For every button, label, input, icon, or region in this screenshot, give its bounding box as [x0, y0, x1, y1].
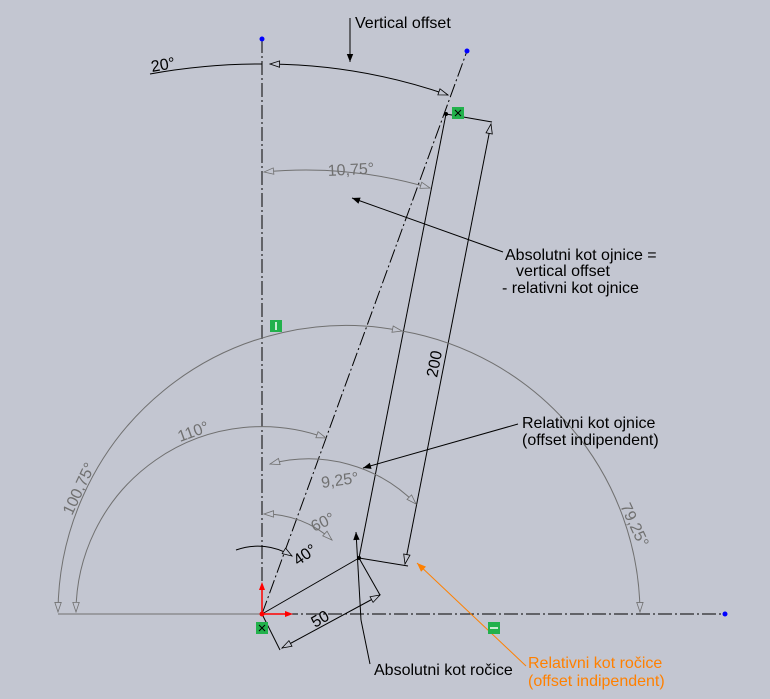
crank-extension-line — [358, 557, 381, 596]
coincident-relation-icon[interactable] — [452, 107, 464, 119]
dim-200-label: 200 — [424, 349, 446, 379]
note-rel-rocice-line-1: Relativni kot ročice — [528, 655, 662, 672]
dimension-20[interactable]: 20° — [150, 55, 448, 96]
dimension-9-25[interactable]: 9,25° — [270, 459, 416, 504]
dim-20-label: 20° — [150, 55, 177, 76]
note-abs-ojnice-line-1: Absolutni kot ojnice = — [505, 247, 657, 264]
mechanism-geometry — [261, 113, 493, 651]
note-abs-rocice-text: Absolutni kot ročice — [374, 662, 513, 679]
dim-50-label: 50 — [309, 608, 333, 632]
note-rel-rocice-line-2: (offset indipendent) — [528, 673, 665, 690]
dim-100-75-label: 100,75° — [60, 460, 99, 517]
dimension-110[interactable]: 110° — [76, 419, 326, 612]
dim-10-75-label: 10,75° — [327, 161, 374, 180]
crank-extension-line-2 — [261, 613, 281, 651]
endpoint-right-horizontal[interactable] — [722, 611, 728, 617]
note-vertical-offset[interactable]: Vertical offset — [346, 15, 451, 62]
fix-relation-icon[interactable] — [256, 622, 268, 634]
note-absolutni-kot-ojnice[interactable]: Absolutni kot ojnice = vertical offset -… — [351, 197, 657, 297]
vertical-relation-icon[interactable] — [270, 320, 282, 332]
dim-110-label: 110° — [176, 419, 212, 446]
note-abs-ojnice-line-2: vertical offset — [516, 263, 611, 280]
note-rel-ojnice-line-1: Relativni kot ojnice — [522, 415, 656, 432]
dimension-100-75[interactable]: 100,75° — [58, 325, 402, 612]
rod-extension-line-2 — [358, 557, 409, 567]
dim-60-label: 60° — [309, 510, 338, 536]
endpoint-top-offset[interactable] — [464, 48, 470, 54]
note-abs-ojnice-line-3: - relativni kot ojnice — [502, 280, 639, 297]
crank-line[interactable] — [261, 557, 360, 615]
rod-end-point[interactable] — [444, 112, 448, 116]
dimension-40[interactable]: 40° — [235, 541, 321, 569]
dim-9-25-label: 9,25° — [320, 470, 360, 492]
dimension-10-75[interactable]: 10,75° — [264, 161, 430, 188]
endpoint-top-vertical[interactable] — [259, 36, 265, 42]
note-relativni-kot-ojnice[interactable]: Relativni kot ojnice (offset indipendent… — [362, 415, 659, 469]
note-vertical-offset-text: Vertical offset — [355, 15, 451, 32]
dimension-200[interactable]: 200 — [405, 124, 491, 564]
dimension-60[interactable]: 60° — [264, 510, 338, 540]
note-relativni-kot-rocice[interactable]: Relativni kot ročice (offset indipendent… — [416, 562, 665, 690]
dim-40-label: 40° — [291, 541, 321, 569]
origin-icon[interactable] — [259, 582, 293, 617]
note-absolutni-kot-rocice[interactable]: Absolutni kot ročice — [353, 531, 513, 679]
horizontal-relation-icon[interactable] — [488, 622, 500, 634]
dim-79-25-label: 79,25° — [616, 501, 651, 550]
note-rel-ojnice-line-2: (offset indipendent) — [522, 432, 659, 449]
